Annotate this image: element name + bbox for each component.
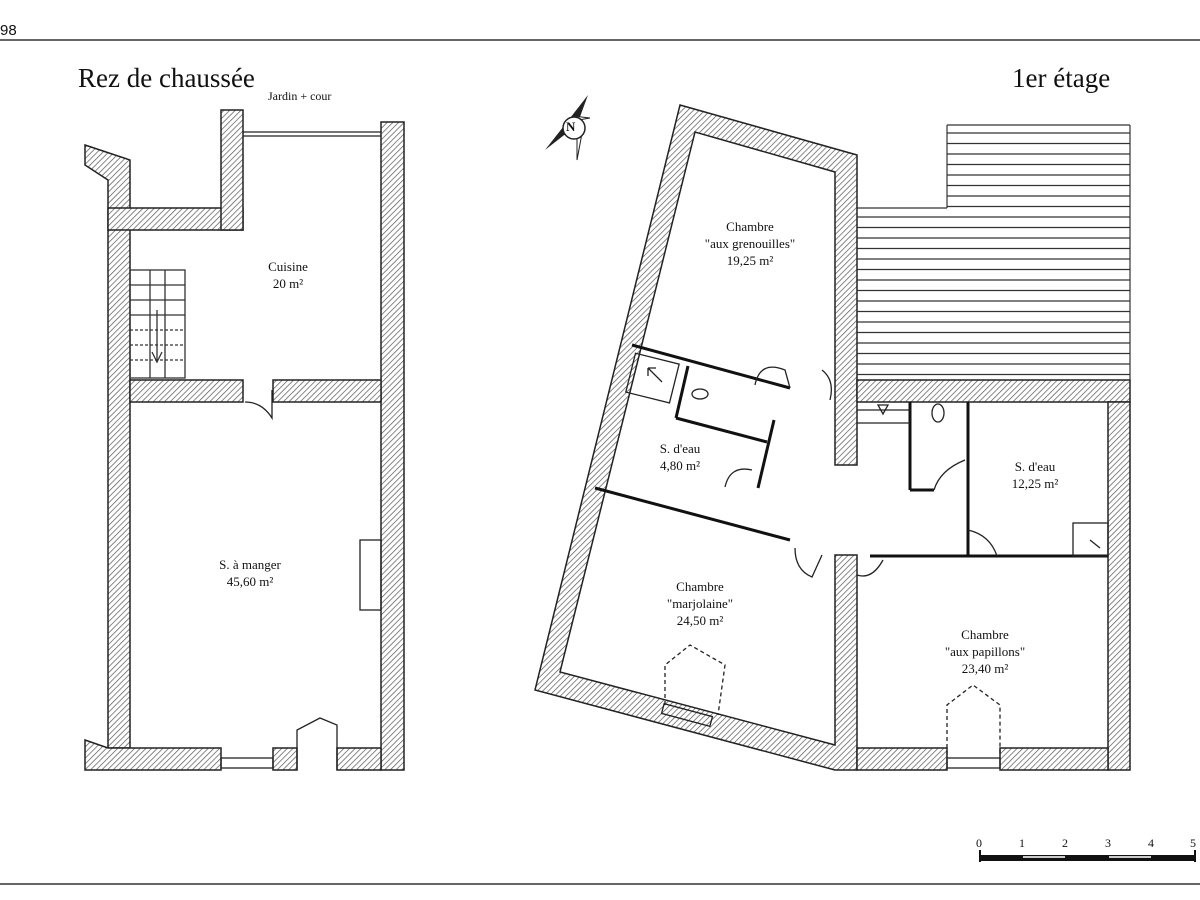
scale-tick: 5 [1190,836,1196,850]
room-name: S. d'eau [659,441,701,456]
scale-tick: 0 [976,836,982,850]
room-label-salle-a-manger: S. à manger 45,60 m² [185,556,315,590]
room-area: 24,50 m² [676,613,724,628]
room-label-chambre-marjolaine: Chambre "marjolaine" 24,50 m² [640,578,760,629]
room-label-chambre-papillons: Chambre "aux papillons" 23,40 m² [915,626,1055,677]
ground-floor-title: Rez de chaussée [78,63,255,93]
room-name: Cuisine [268,259,308,274]
room-name: S. d'eau [1014,459,1056,474]
room-label-sdeau-1: S. d'eau 4,80 m² [630,440,730,474]
terrace-slats [857,132,1130,376]
room-label-chambre-grenouilles: Chambre "aux grenouilles" 19,25 m² [680,218,820,269]
room-label-sdeau-2: S. d'eau 12,25 m² [985,458,1085,492]
scale-bar [979,850,1196,862]
room-area: 19,25 m² [726,253,774,268]
room-name: Chambre [961,627,1009,642]
scale-tick: 1 [1019,836,1025,850]
room-subtitle: "marjolaine" [666,596,734,611]
scale-tick: 3 [1105,836,1111,850]
garden-note: Jardin + cour [268,89,332,103]
room-area: 4,80 m² [659,458,700,473]
compass-label: N [566,119,576,134]
scale-tick: 4 [1148,836,1154,850]
ground-floor-walls [84,109,405,771]
room-area: 45,60 m² [226,574,274,589]
room-area: 12,25 m² [1011,476,1059,491]
ground-floor-details [129,131,382,770]
scale-tick: 2 [1062,836,1068,850]
room-name: Chambre [676,579,724,594]
page-number: 98 [0,22,17,39]
first-floor-partitions [594,343,1108,558]
room-area: 23,40 m² [961,661,1009,676]
room-name: Chambre [726,219,774,234]
room-label-cuisine: Cuisine 20 m² [228,258,348,292]
north-arrow-icon [545,95,591,161]
first-floor-title: 1er étage [1012,63,1111,93]
room-subtitle: "aux grenouilles" [704,236,796,251]
room-area: 20 m² [272,276,304,291]
first-floor-fixtures [625,352,1109,769]
room-name: S. à manger [219,557,281,572]
terrace [857,124,1131,380]
stairs [129,269,186,379]
first-floor-walls [534,104,1131,771]
room-subtitle: "aux papillons" [944,644,1026,659]
